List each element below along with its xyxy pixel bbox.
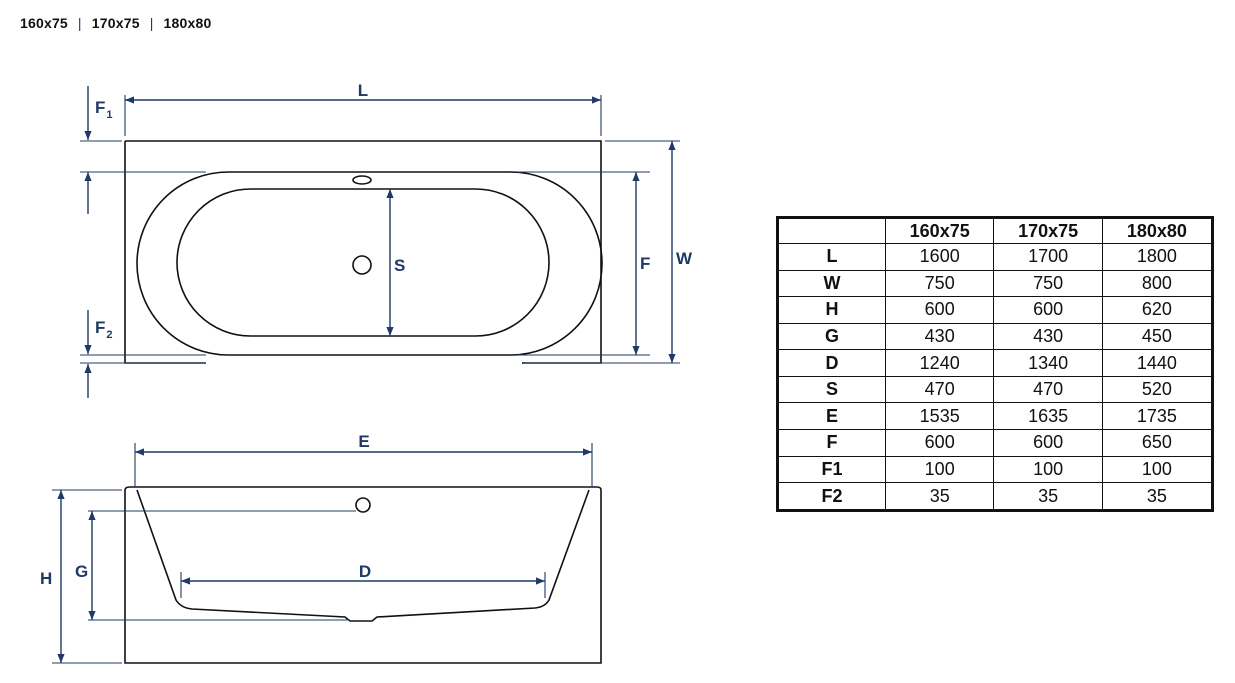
table-cell: 100 — [993, 455, 1103, 484]
overflow-icon — [355, 497, 371, 513]
table-cell: 1735 — [1101, 402, 1214, 431]
size-variants: 160x75 | 170x75 | 180x80 — [20, 15, 211, 31]
dim-label-S: S — [394, 256, 405, 275]
dim-label-F: F — [640, 254, 650, 273]
table-cell: 1340 — [993, 349, 1103, 377]
row-label: G — [777, 322, 886, 351]
table-cell: 620 — [1101, 296, 1214, 324]
table-header-cell — [777, 217, 886, 244]
separator: | — [77, 15, 82, 31]
tub-rim — [136, 171, 603, 356]
table-cell: 600 — [884, 296, 995, 324]
row-label: F2 — [777, 482, 886, 511]
table-cell: 600 — [993, 429, 1103, 457]
top-view: L F1 F2 S F W — [80, 81, 693, 398]
table-cell: 470 — [993, 375, 1103, 404]
dim-label-H: H — [40, 569, 52, 588]
table-cell: 100 — [1101, 455, 1214, 484]
dim-label-F1: F1 — [95, 98, 113, 121]
dim-label-D: D — [359, 562, 371, 581]
size-variant: 180x80 — [163, 15, 212, 31]
table-cell: 430 — [884, 322, 995, 351]
tub-side-basin-profile — [136, 489, 590, 622]
table-cell: 430 — [993, 322, 1103, 351]
table-cell: 1800 — [1101, 243, 1214, 271]
dim-label-F2: F2 — [95, 318, 113, 341]
table-cell: 650 — [1101, 429, 1214, 457]
table-cell: 1240 — [884, 349, 995, 377]
table-cell: 800 — [1101, 269, 1214, 298]
tub-side-body — [124, 486, 602, 664]
table-cell: 600 — [993, 296, 1103, 324]
row-label: D — [777, 349, 886, 377]
bathtub-technical-drawing: L F1 F2 S F W E — [40, 81, 693, 664]
table-cell: 1535 — [884, 402, 995, 431]
table-header-cell: 170x75 — [993, 217, 1103, 244]
row-label: F1 — [777, 455, 886, 484]
table-cell: 750 — [884, 269, 995, 298]
dim-label-L: L — [358, 81, 368, 100]
overflow-icon — [352, 175, 372, 185]
table-header-cell: 180x80 — [1101, 217, 1214, 244]
table-cell: 520 — [1101, 375, 1214, 404]
table-cell: 35 — [884, 482, 995, 511]
table-cell: 35 — [1101, 482, 1214, 511]
row-label: E — [777, 402, 886, 431]
table-cell: 35 — [993, 482, 1103, 511]
table-cell: 750 — [993, 269, 1103, 298]
drain-icon — [352, 255, 372, 275]
size-variant: 160x75 — [20, 15, 68, 31]
table-cell: 1600 — [884, 243, 995, 271]
separator: | — [149, 15, 154, 31]
table-cell: 600 — [884, 429, 995, 457]
row-label: S — [777, 375, 886, 404]
table-header-cell: 160x75 — [884, 217, 995, 244]
table-cell: 470 — [884, 375, 995, 404]
row-label: H — [777, 296, 886, 324]
tub-basin — [176, 188, 550, 337]
row-label: F — [777, 429, 886, 457]
row-label: W — [777, 269, 886, 298]
dim-label-G: G — [75, 562, 88, 581]
side-view: E H G D — [40, 432, 602, 664]
table-header-row: 160x75 170x75 180x80 — [777, 217, 1214, 244]
dim-label-W: W — [676, 249, 693, 268]
table-cell: 1440 — [1101, 349, 1214, 377]
table-cell: 100 — [884, 455, 995, 484]
dim-label-E: E — [358, 432, 369, 451]
table-cell: 1700 — [993, 243, 1103, 271]
row-label: L — [777, 243, 886, 271]
table-cell: 450 — [1101, 322, 1214, 351]
table-cell: 1635 — [993, 402, 1103, 431]
size-variant: 170x75 — [91, 15, 140, 31]
